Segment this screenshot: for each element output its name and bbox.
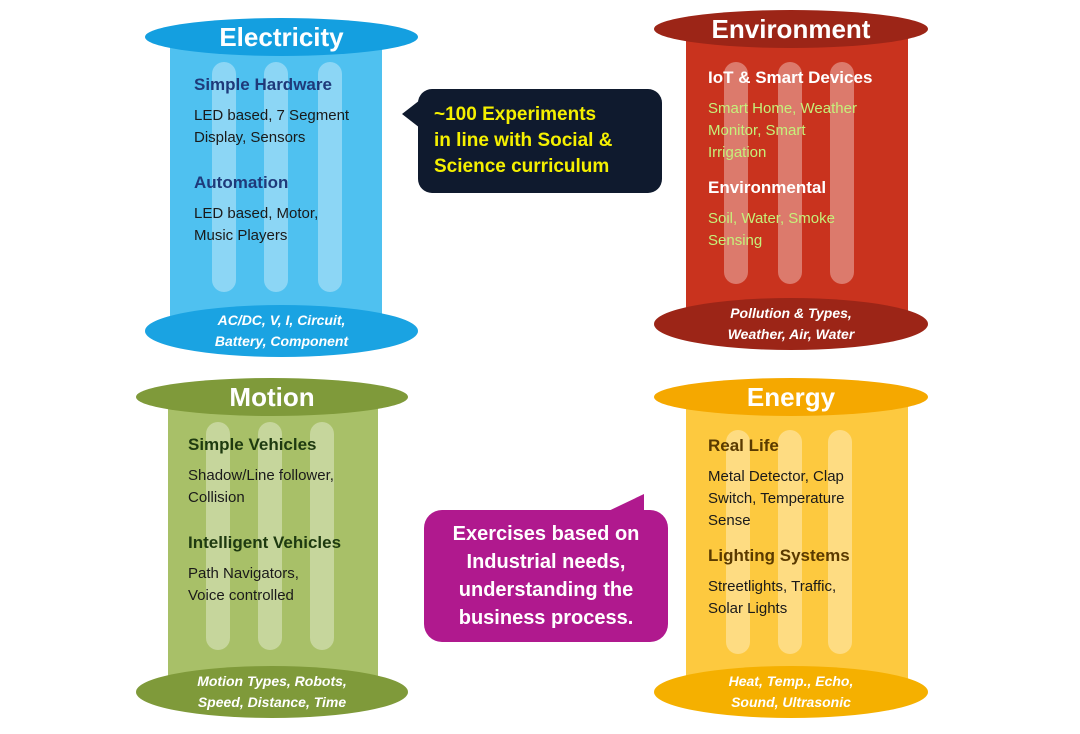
base-line: Weather, Air, Water — [727, 326, 855, 342]
section-line: Switch, Temperature — [708, 490, 845, 507]
section-line: Streetlights, Traffic, — [708, 578, 837, 595]
section-body: LED based, 7 Segment Display, Sensors — [194, 105, 384, 149]
section-line: Monitor, Smart — [708, 122, 806, 139]
section-heading: IoT & Smart Devices — [708, 68, 873, 87]
section-body: LED based, Motor, Music Players — [194, 203, 384, 247]
pillar-flute — [778, 62, 802, 284]
pillar-flute — [212, 62, 236, 292]
section-line: Smart Home, Weather — [708, 100, 857, 117]
callout-line: Exercises based on — [452, 523, 640, 545]
section-heading: Intelligent Vehicles — [188, 533, 342, 552]
section-line: Voice controlled — [188, 587, 294, 604]
base-line: Sound, Ultrasonic — [731, 694, 851, 710]
pillar-base: Motion Types, Robots, Speed, Distance, T… — [136, 666, 408, 718]
pillar-title: Motion — [136, 378, 408, 416]
section-body: Path Navigators, Voice controlled — [188, 563, 378, 607]
callout-line: understanding the — [458, 579, 634, 601]
callout-experiments: ~100 Experiments in line with Social & S… — [418, 89, 662, 193]
section-heading: Environmental — [708, 178, 827, 197]
callout-line: ~100 Experiments — [434, 104, 597, 125]
section-heading: Real Life — [708, 436, 779, 455]
pillar-flute — [726, 430, 750, 654]
section-line: LED based, Motor, — [194, 205, 319, 222]
pillar-flute — [724, 62, 748, 284]
callout-line: in line with Social & — [434, 130, 613, 151]
pillar-flute — [258, 422, 282, 650]
base-line: Speed, Distance, Time — [197, 694, 347, 710]
pillar-base: Heat, Temp., Echo, Sound, Ultrasonic — [654, 666, 928, 718]
section-body: Metal Detector, Clap Switch, Temperature… — [708, 466, 903, 532]
pillar-flute — [264, 62, 288, 292]
section-body: Streetlights, Traffic, Solar Lights — [708, 576, 903, 620]
section-heading: Lighting Systems — [708, 546, 850, 565]
pillar-flute — [828, 430, 852, 654]
base-line: Heat, Temp., Echo, — [728, 673, 854, 689]
pillar-content: IoT & Smart Devices Smart Home, Weather … — [708, 66, 903, 274]
callout-exercises: Exercises based on Industrial needs, und… — [424, 510, 668, 642]
pillar-flute — [310, 422, 334, 650]
base-line: Pollution & Types, — [730, 305, 852, 321]
pillar-title: Energy — [654, 378, 928, 416]
pillar-content: Simple Vehicles Shadow/Line follower, Co… — [188, 433, 378, 629]
section-line: Shadow/Line follower, — [188, 467, 334, 484]
section-body: Smart Home, Weather Monitor, Smart Irrig… — [708, 98, 903, 164]
pillar-shaft — [170, 38, 382, 320]
pillar-base: Pollution & Types, Weather, Air, Water — [654, 298, 928, 350]
pillar-shaft — [686, 398, 908, 686]
pillar-flute — [206, 422, 230, 650]
pillar-title: Environment — [654, 10, 928, 48]
callout-tail — [402, 100, 420, 128]
pillar-shaft — [686, 35, 908, 320]
pillar-base: AC/DC, V, I, Circuit, Battery, Component — [145, 305, 418, 357]
section-line: Solar Lights — [708, 600, 788, 617]
pillar-content: Simple Hardware LED based, 7 Segment Dis… — [194, 73, 384, 269]
section-line: Soil, Water, Smoke — [708, 210, 835, 227]
section-heading: Simple Vehicles — [188, 435, 317, 454]
section-line: Display, Sensors — [194, 129, 306, 146]
section-line: Sense — [708, 512, 751, 529]
section-body: Soil, Water, Smoke Sensing — [708, 208, 903, 252]
section-line: Path Navigators, — [188, 565, 299, 582]
base-line: AC/DC, V, I, Circuit, — [217, 312, 346, 328]
section-body: Shadow/Line follower, Collision — [188, 465, 378, 509]
callout-line: Industrial needs, — [466, 551, 626, 573]
section-line: LED based, 7 Segment — [194, 107, 350, 124]
section-line: Music Players — [194, 227, 288, 244]
callout-line: Science curriculum — [434, 156, 610, 177]
pillar-shaft — [168, 398, 378, 686]
pillar-title: Electricity — [145, 18, 418, 56]
section-line: Collision — [188, 489, 245, 506]
callout-line: business process. — [458, 607, 634, 629]
pillar-content: Real Life Metal Detector, Clap Switch, T… — [708, 434, 903, 642]
pillar-flute — [830, 62, 854, 284]
pillar-flute — [778, 430, 802, 654]
section-line: Sensing — [708, 232, 763, 249]
section-line: Irrigation — [708, 144, 767, 161]
section-line: Metal Detector, Clap — [708, 468, 844, 485]
section-heading: Automation — [194, 173, 289, 192]
pillar-flute — [318, 62, 342, 292]
section-heading: Simple Hardware — [194, 75, 332, 94]
base-line: Motion Types, Robots, — [197, 673, 347, 689]
base-line: Battery, Component — [214, 333, 349, 349]
